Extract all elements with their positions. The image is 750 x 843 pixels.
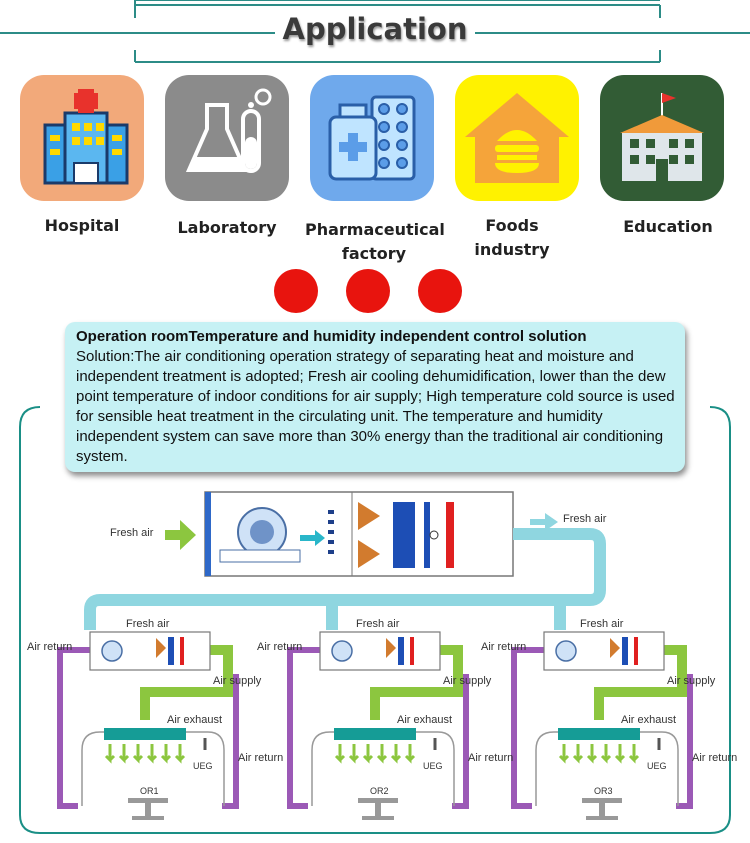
unit-air-return-lower-label: Air return	[238, 752, 284, 764]
room-label: OR1	[140, 786, 159, 796]
foods-label: Foods industry	[474, 216, 550, 259]
food-icon	[465, 93, 569, 183]
header-frame	[0, 0, 750, 63]
flask-icon	[185, 88, 272, 173]
pharmaceutical-tile	[310, 75, 434, 201]
hvac-diagram	[84, 491, 606, 630]
unit-air-exhaust-label: Air exhaust	[621, 714, 677, 726]
diagram-frame	[19, 406, 731, 834]
unit-air-return-lower-label: Air return	[692, 752, 738, 764]
unit-air-return-label: Air return	[257, 641, 303, 653]
unit-air-supply-label: Air supply	[667, 675, 716, 687]
unit-air-supply-label: Air supply	[443, 675, 492, 687]
hospital-tile	[20, 75, 144, 201]
sub-units	[57, 631, 693, 820]
hospital-label: Hospital	[44, 216, 120, 235]
pager-dot	[274, 269, 318, 313]
unit-air-return-label: Air return	[27, 641, 73, 653]
pager-dot	[346, 269, 390, 313]
hospital-icon	[43, 89, 129, 185]
fresh-air-in-label: Fresh air	[110, 527, 154, 539]
solution-body: Solution:The air conditioning operation …	[76, 348, 675, 465]
unit-fresh-air-label: Fresh air	[126, 618, 170, 630]
education-tile	[600, 75, 724, 201]
foods-tile	[455, 75, 579, 201]
unit-ueg-label: UEG	[423, 761, 443, 771]
laboratory-label: Laboratory	[177, 218, 277, 237]
fresh-air-out-label: Fresh air	[563, 513, 607, 525]
unit-air-exhaust-label: Air exhaust	[397, 714, 453, 726]
hvac-unit	[287, 631, 469, 820]
pager-dot	[418, 269, 462, 313]
unit-ueg-label: UEG	[647, 761, 667, 771]
laboratory-tile	[165, 75, 289, 201]
unit-air-exhaust-label: Air exhaust	[167, 714, 223, 726]
medicine-icon	[328, 95, 416, 181]
solution-callout: Operation roomTemperature and humidity i…	[65, 322, 685, 472]
school-icon	[620, 93, 704, 181]
unit-fresh-air-label: Fresh air	[356, 618, 400, 630]
unit-air-supply-label: Air supply	[213, 675, 262, 687]
unit-air-return-lower-label: Air return	[468, 752, 514, 764]
unit-fresh-air-label: Fresh air	[580, 618, 624, 630]
education-label: Education	[623, 217, 713, 236]
pharmaceutical-label: Pharmaceutical factory	[305, 220, 445, 263]
room-label: OR3	[594, 786, 613, 796]
hvac-unit	[57, 631, 239, 820]
solution-title: Operation roomTemperature and humidity i…	[76, 328, 587, 345]
hvac-unit	[511, 631, 693, 820]
unit-ueg-label: UEG	[193, 761, 213, 771]
room-label: OR2	[370, 786, 389, 796]
unit-air-return-label: Air return	[481, 641, 527, 653]
page-title: Application	[282, 12, 468, 46]
